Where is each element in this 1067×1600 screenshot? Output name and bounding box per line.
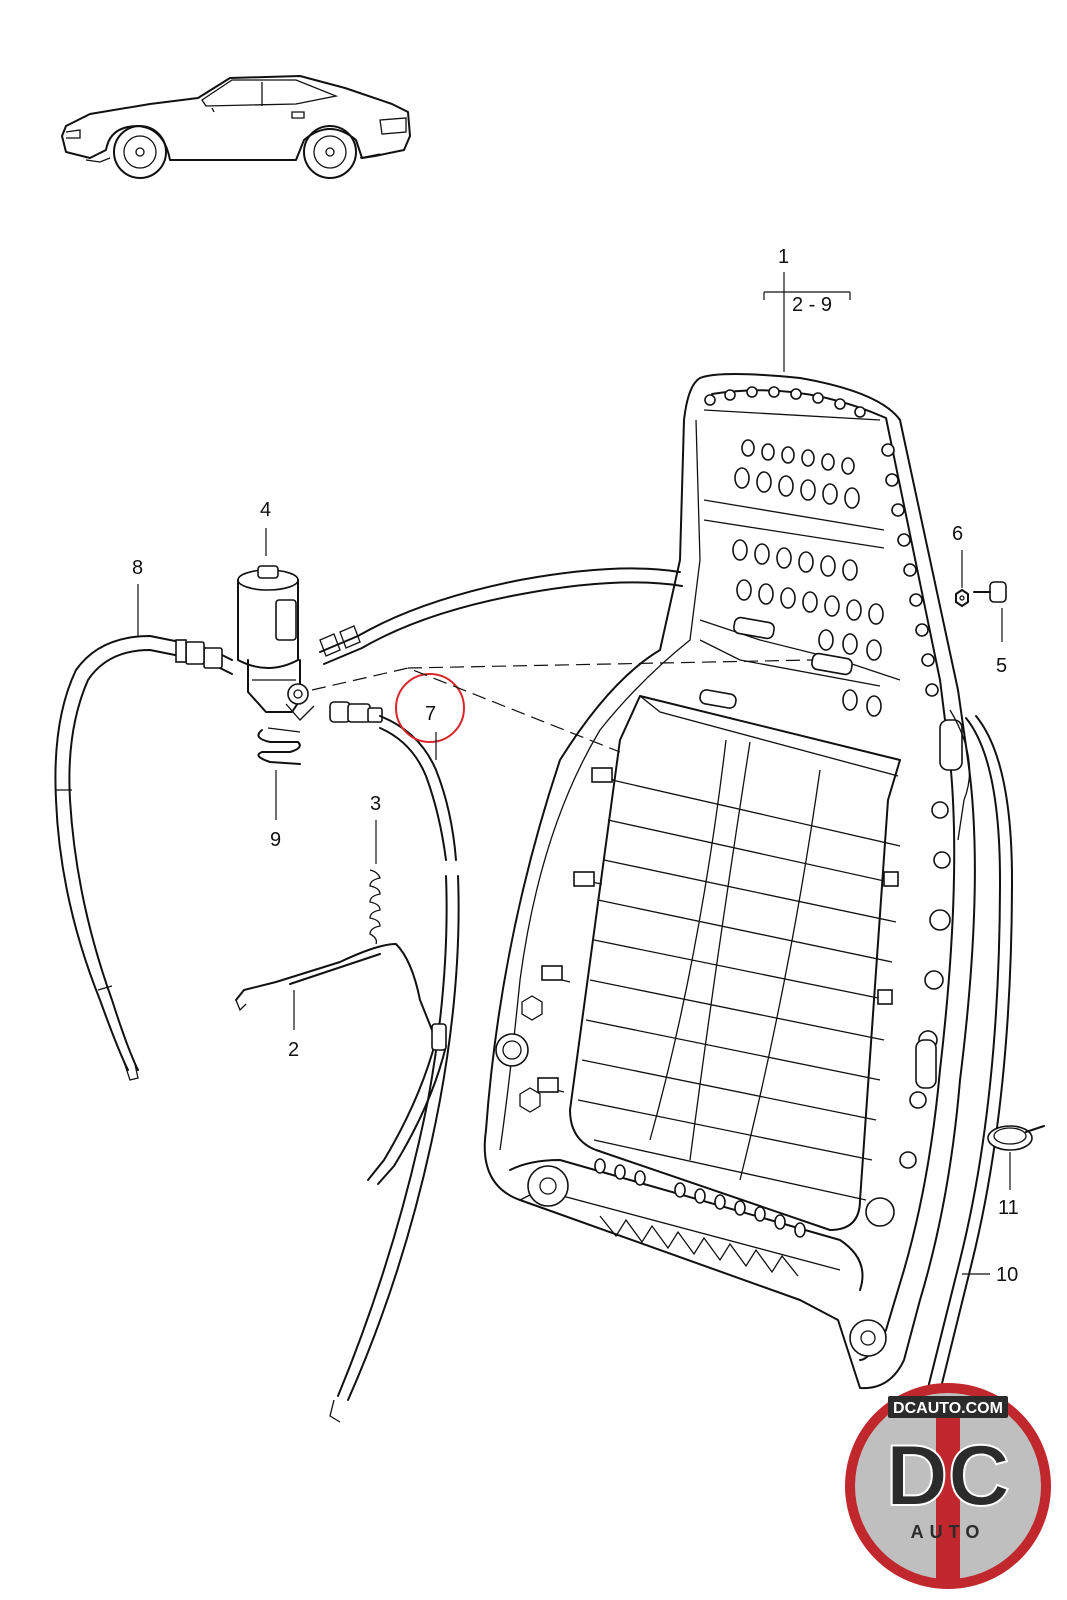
part-label-1-range: 2 - 9 — [792, 294, 832, 316]
part-label-5: 5 — [996, 655, 1007, 677]
logo-site-text: DCAUTO.COM — [893, 1400, 1003, 1417]
washer-icon — [955, 589, 969, 607]
part-label-11: 11 — [998, 1197, 1019, 1219]
cable-icon — [54, 635, 233, 1081]
clip-icon — [257, 727, 301, 765]
dcauto-logo: DCAUTO.COM DC AUTO — [845, 1383, 1051, 1589]
part-label-7: 7 — [425, 703, 436, 725]
rim-perforations — [704, 386, 951, 1169]
upper-perforations — [732, 439, 884, 717]
motor-icon — [237, 565, 315, 721]
car-thumbnail-icon — [61, 75, 411, 179]
lower-perforations — [594, 1158, 806, 1238]
bolt-icon — [973, 581, 1007, 603]
motor-cable-icon — [319, 567, 683, 665]
logo-sub-text: AUTO — [911, 1522, 986, 1542]
seat-frame-icon — [483, 373, 976, 1390]
part-label-1: 1 — [778, 246, 789, 268]
label-1-group: 1 2 - 9 — [763, 246, 851, 372]
cable-7-icon — [330, 701, 460, 1422]
part-label-4: 4 — [260, 499, 271, 521]
part-label-8: 8 — [132, 557, 143, 579]
part-label-3: 3 — [370, 793, 381, 815]
highlight-circle — [395, 673, 465, 743]
spring-icon — [369, 869, 381, 945]
part-label-9: 9 — [270, 829, 281, 851]
cable-2-icon — [235, 943, 447, 1185]
logo-brand-text: DC — [886, 1428, 1010, 1524]
part-label-2: 2 — [288, 1039, 299, 1061]
part-label-10: 10 — [996, 1264, 1018, 1286]
part-label-6: 6 — [952, 523, 963, 545]
hose-clamp-icon — [987, 1125, 1045, 1151]
spring-panel — [537, 695, 901, 1231]
